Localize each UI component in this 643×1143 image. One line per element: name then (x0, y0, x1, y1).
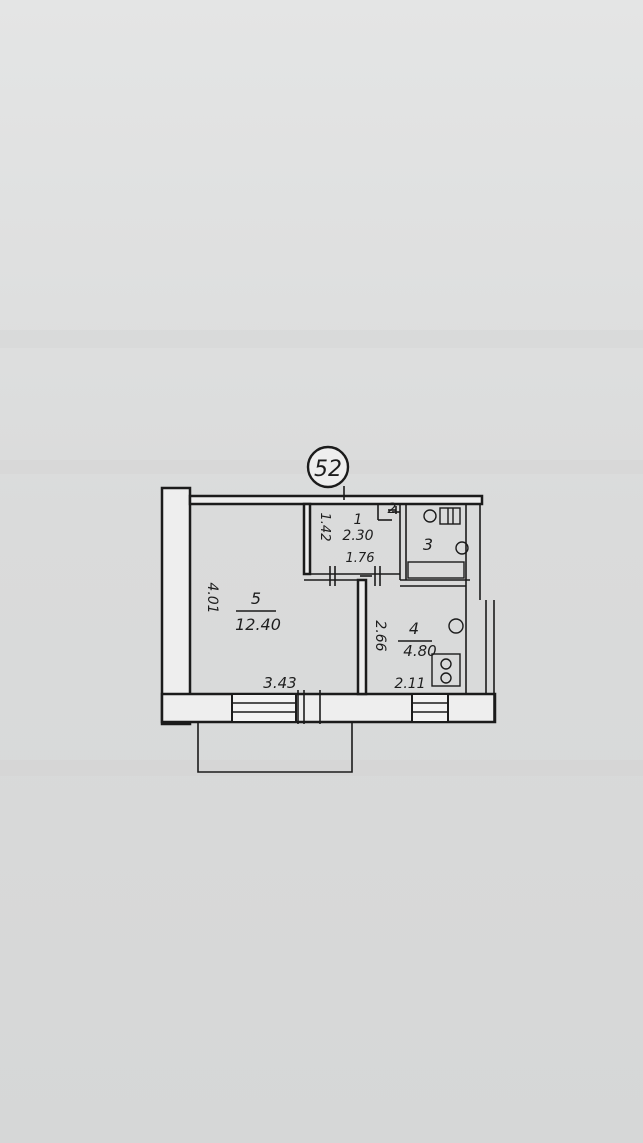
stove (431, 653, 461, 687)
bathtub (407, 561, 465, 579)
apartment-number-badge (306, 445, 350, 500)
exterior-wall-left (160, 486, 192, 726)
interior-wall (377, 504, 470, 587)
exterior-wall-right (465, 504, 495, 722)
background-smudge (0, 330, 643, 348)
room-area: 4.80 (403, 642, 436, 660)
dimension-label: 3.43 (263, 674, 296, 692)
room-number: 5 (251, 589, 261, 608)
apartment-number: 52 (314, 457, 342, 482)
dimension-tick (360, 506, 397, 577)
interior-wall (302, 502, 400, 696)
toilet (423, 507, 461, 525)
background-smudge (0, 760, 643, 776)
room-area: 2.30 (342, 528, 373, 544)
exterior-wall-top (188, 494, 484, 506)
window (231, 693, 297, 723)
room-number: 3 (423, 535, 433, 554)
sink (455, 541, 469, 555)
kitchen-sink (448, 618, 464, 634)
room-number: 2 (388, 501, 397, 517)
dimension-label: 1.42 (317, 513, 332, 542)
room-number: 1 (354, 512, 363, 528)
dimension-label: 2.66 (372, 620, 388, 651)
balcony (197, 722, 353, 773)
room-number: 4 (409, 619, 419, 638)
exterior-wall-bottom (160, 690, 497, 724)
window (411, 693, 449, 723)
dimension-label: 1.76 (346, 551, 375, 566)
dimension-label: 2.11 (394, 676, 425, 692)
dimension-label: 4.01 (204, 582, 220, 613)
room-area: 12.40 (235, 615, 281, 634)
